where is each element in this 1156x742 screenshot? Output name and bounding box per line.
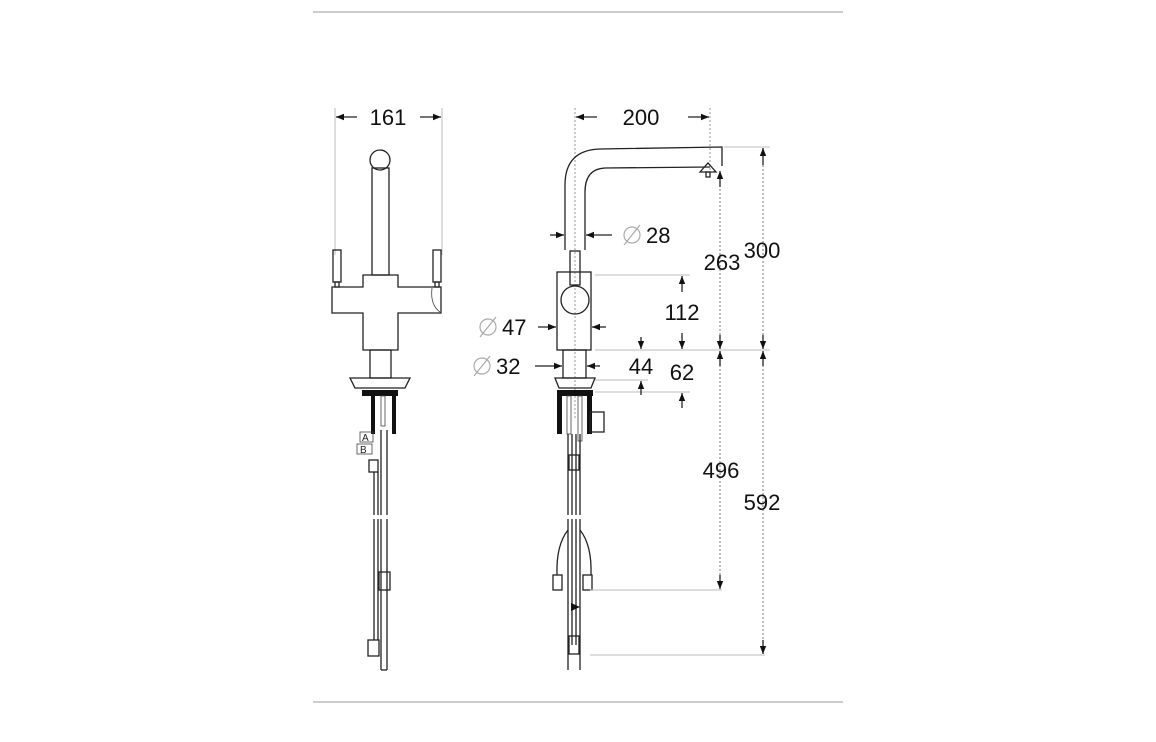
hose-label-b: B	[360, 445, 367, 456]
front-view: 161 A B	[331, 105, 443, 671]
base-plate	[554, 377, 596, 389]
spout-inner	[584, 166, 711, 250]
total-hose-length-dimension: 592	[744, 490, 781, 515]
mixer-body	[331, 274, 442, 351]
mixer-cartridge	[560, 285, 590, 315]
diameter-icon	[473, 355, 491, 377]
diameter-icon	[479, 316, 497, 338]
spout-outer	[564, 146, 723, 250]
spout-diameter-dimension: 28	[646, 223, 670, 248]
diameter-icon	[623, 224, 641, 246]
body-diameter-dimension: 47	[502, 315, 526, 340]
hose-label-a: A	[362, 433, 369, 444]
base-plate	[348, 377, 412, 389]
mixer-body	[556, 271, 592, 351]
stem-diameter-dimension: 32	[496, 354, 520, 379]
reach-dimension: 200	[623, 105, 660, 130]
hose-length-dimension: 496	[703, 458, 740, 483]
stem	[369, 349, 392, 379]
stem-height-dimension: 44	[629, 354, 653, 379]
left-handle	[332, 249, 342, 283]
right-handle	[432, 249, 442, 283]
cartridge-label-box	[589, 411, 605, 433]
handle	[569, 250, 581, 286]
spout-head	[369, 149, 391, 171]
body-height-dimension: 112	[664, 300, 699, 325]
base-height-dimension: 62	[670, 360, 694, 385]
total-height-dimension: 300	[744, 238, 781, 263]
spout-tube	[371, 167, 390, 276]
spout-clearance-dimension: 263	[704, 250, 741, 275]
width-dimension: 161	[370, 105, 407, 130]
side-view: 200 28 47	[473, 105, 781, 670]
